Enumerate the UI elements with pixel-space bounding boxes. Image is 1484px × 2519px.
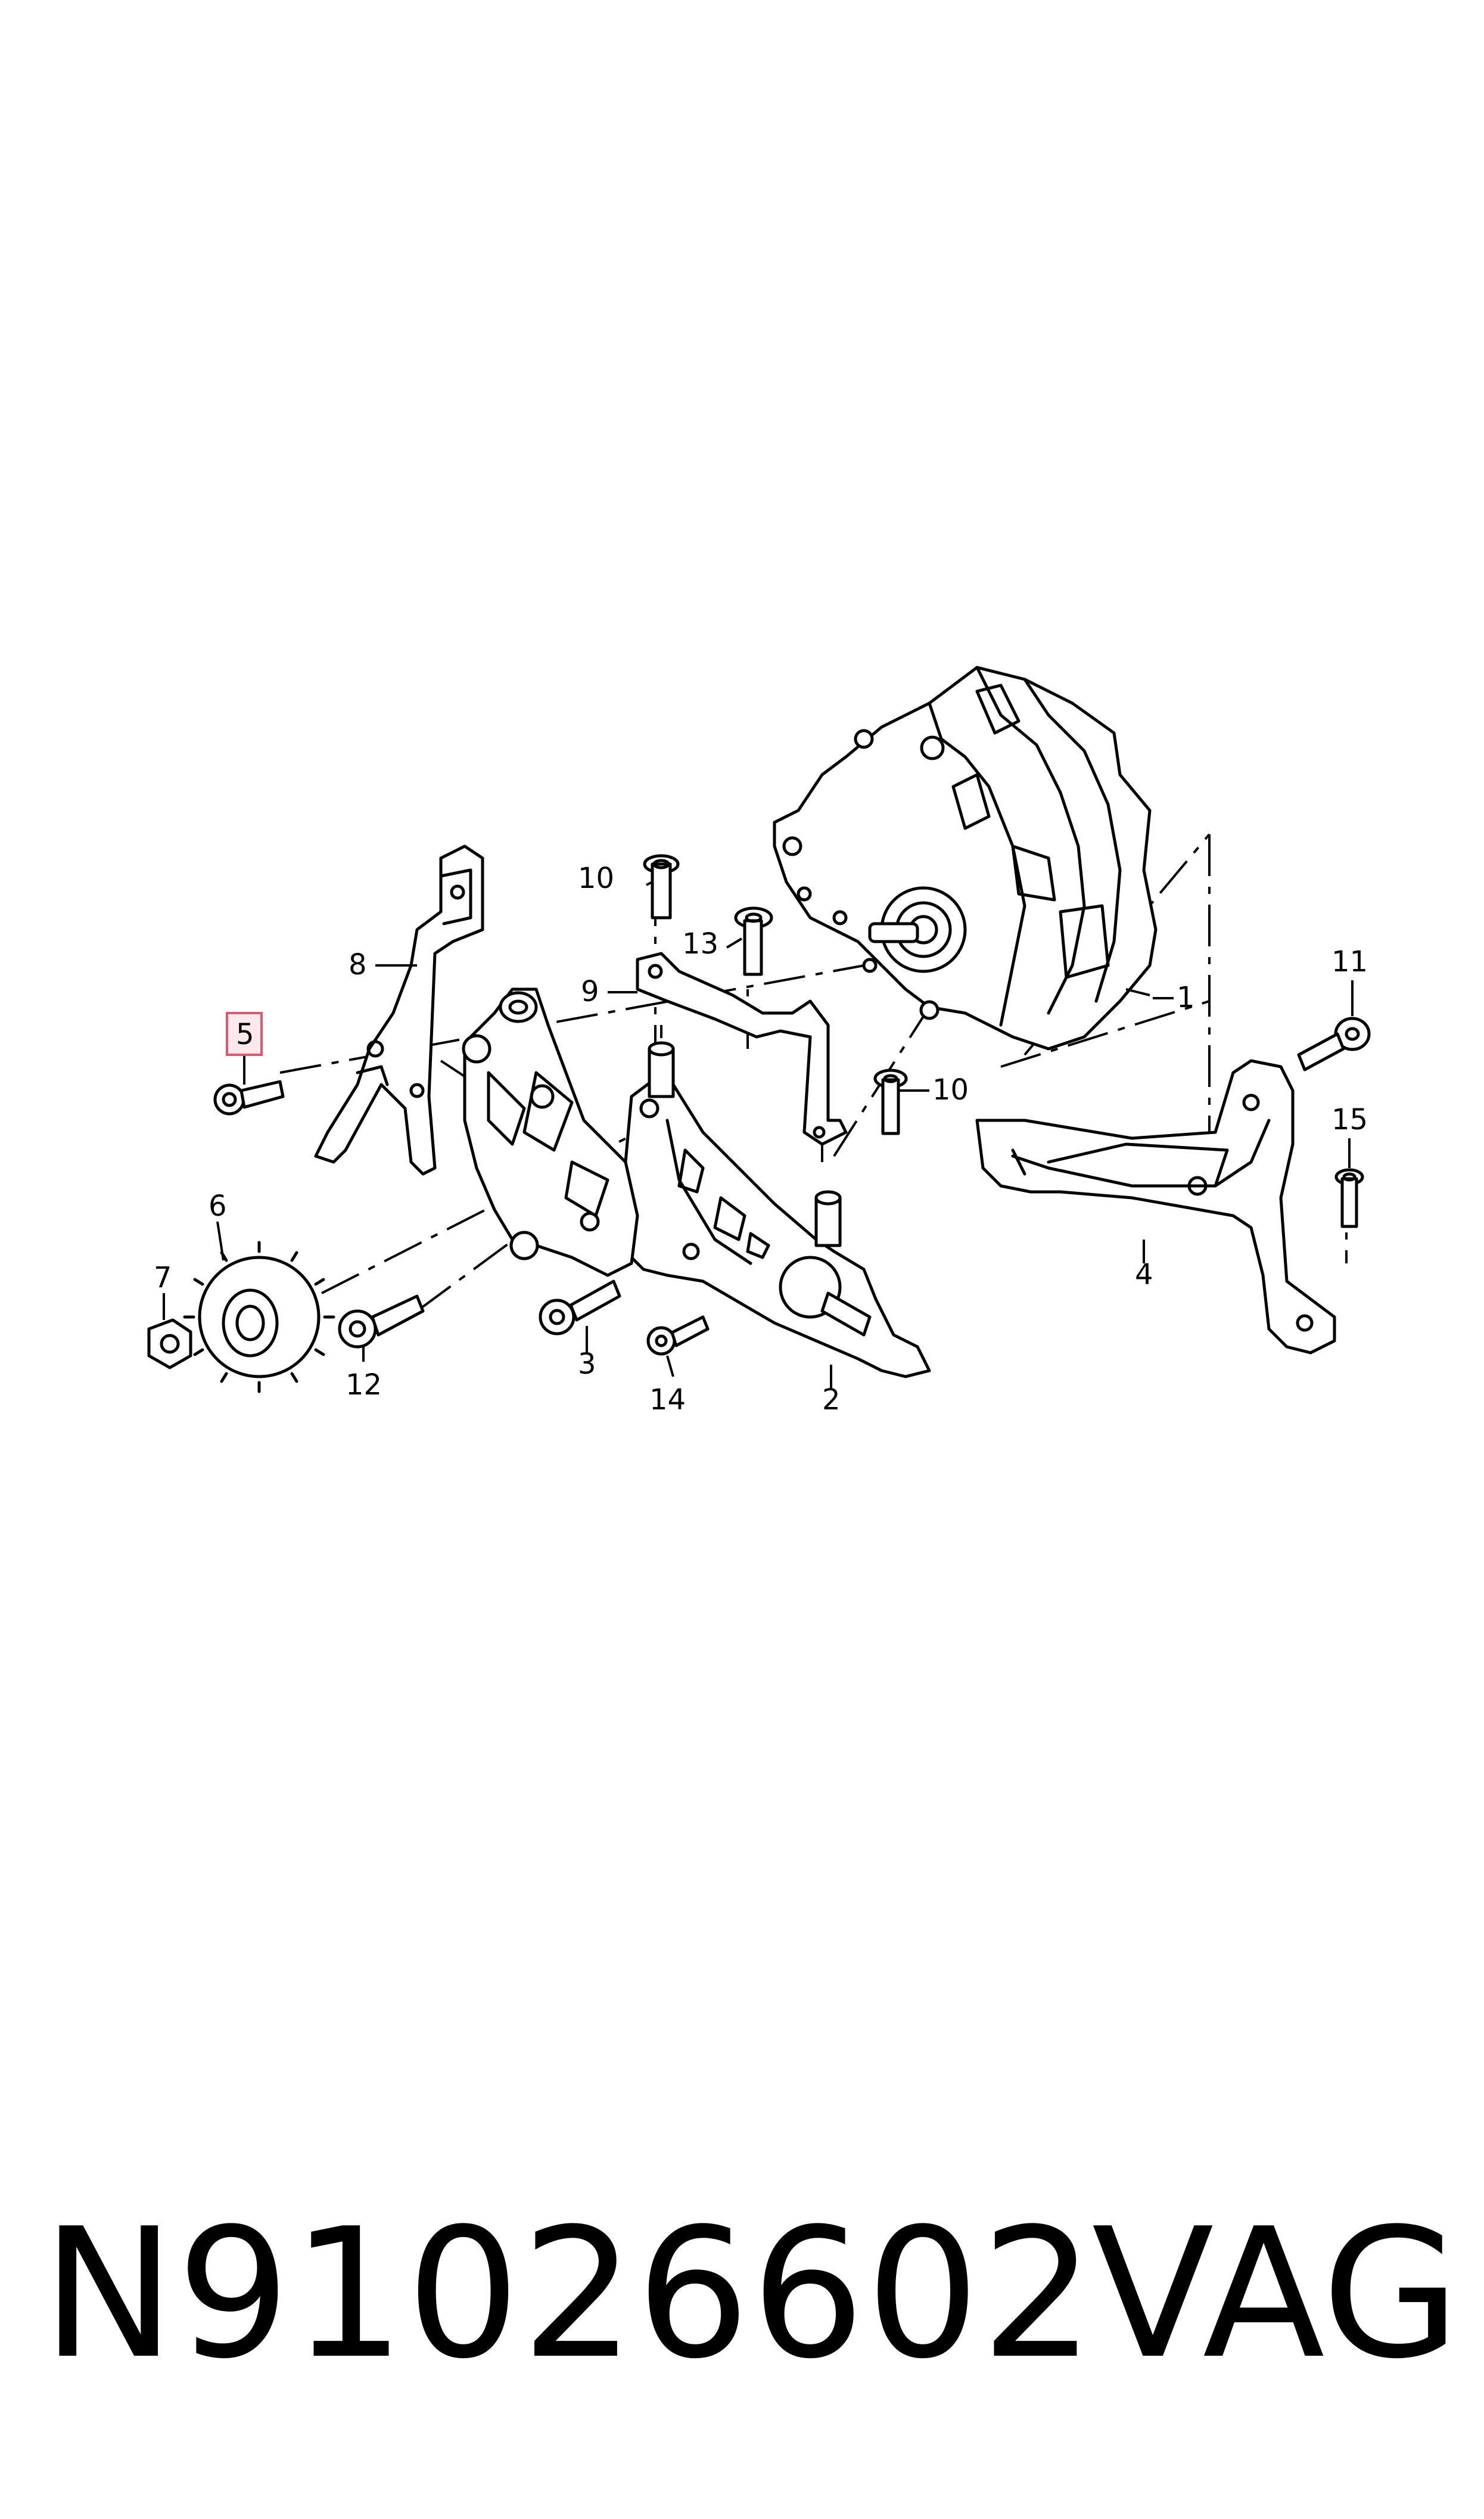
callout-5: 5 xyxy=(236,1018,254,1051)
pump-assembly xyxy=(773,666,1158,1051)
hex-nut xyxy=(147,1318,192,1369)
callout-13: 13 xyxy=(682,927,718,961)
callout-12: 12 xyxy=(346,1368,382,1402)
callout-leader-lines xyxy=(163,881,1354,1389)
callout-10-upper: 10 xyxy=(578,862,614,895)
callout-10-lower: 10 xyxy=(932,1073,969,1107)
callout-8: 8 xyxy=(349,948,367,981)
callout-9: 9 xyxy=(581,975,599,1008)
callout-7: 7 xyxy=(154,1261,172,1294)
highlight-box-5 xyxy=(226,1012,263,1056)
bolt-12 xyxy=(338,1294,425,1349)
support-bracket xyxy=(975,1059,1336,1355)
bolt-10-upper xyxy=(643,854,680,920)
callout-2: 2 xyxy=(822,1383,841,1417)
callout-4: 4 xyxy=(1135,1258,1153,1291)
pulley-housing xyxy=(462,987,639,1277)
callout-15: 15 xyxy=(1331,1103,1368,1136)
bolt-3 xyxy=(539,1279,621,1335)
part-number: N91026602 xyxy=(42,2190,1096,2398)
bolt-15 xyxy=(1334,1168,1364,1228)
brand-name: VAG xyxy=(1091,2190,1460,2398)
callout-11: 11 xyxy=(1331,945,1368,979)
bolt-5 xyxy=(213,1080,285,1116)
bolt-14 xyxy=(646,1315,710,1356)
toothed-gear xyxy=(183,1241,335,1393)
strap-bracket xyxy=(636,952,848,1146)
bolt-11 xyxy=(1297,1017,1371,1071)
callout-3: 3 xyxy=(578,1347,596,1381)
bolt-13 xyxy=(734,906,773,976)
main-bracket xyxy=(624,1041,931,1378)
plate-bracket xyxy=(314,844,484,1176)
callout-1: 1 xyxy=(1177,981,1195,1014)
callout-14: 14 xyxy=(649,1383,686,1417)
callout-labels: 1 2 3 4 5 6 7 8 9 10 10 11 12 13 14 15 xyxy=(154,862,1368,1417)
callout-6: 6 xyxy=(209,1189,227,1223)
bolt-10-lower xyxy=(873,1069,908,1135)
